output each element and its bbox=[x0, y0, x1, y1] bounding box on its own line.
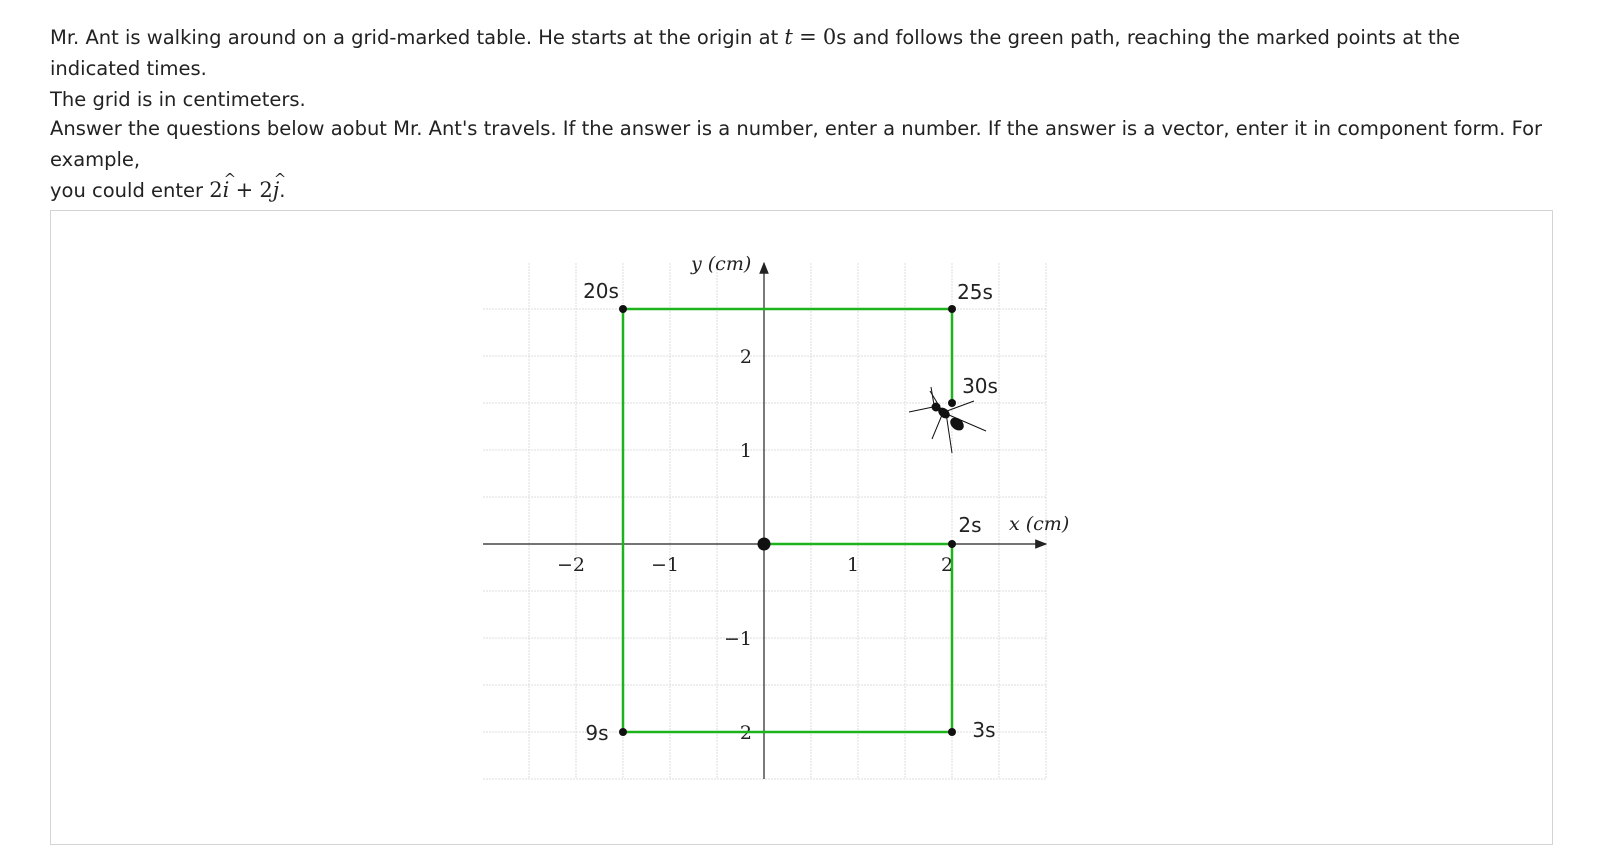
intro-line-2: The grid is in centimeters. bbox=[50, 88, 306, 111]
intro-sentence-end: s and follows the green path, reaching t… bbox=[50, 26, 1461, 80]
example-coef-2: 2 bbox=[259, 178, 273, 202]
instructions-text: Answer the questions below aobut Mr. Ant… bbox=[50, 117, 1543, 171]
example-j-hat: j bbox=[273, 164, 286, 206]
problem-instructions: Answer the questions below aobut Mr. Ant… bbox=[50, 113, 1550, 206]
point-p-2s bbox=[948, 540, 956, 548]
point-origin bbox=[757, 537, 771, 551]
instructions-line-2: you could enter bbox=[50, 179, 204, 202]
point-p-3s bbox=[948, 728, 956, 736]
time-label-p-2s: 2s bbox=[958, 513, 981, 537]
example-coef-1: 2 bbox=[209, 178, 223, 202]
y-tick-label: −1 bbox=[724, 628, 752, 650]
time-label-p-20s: 20s bbox=[583, 279, 619, 303]
intro-sentence-start: Mr. Ant is walking around on a grid-mark… bbox=[50, 26, 779, 49]
ant-icon bbox=[908, 386, 987, 454]
y-axis-label: y (cm) bbox=[690, 253, 751, 275]
equals-sign: = bbox=[799, 25, 817, 49]
point-p-20s bbox=[619, 305, 627, 313]
point-p-30s bbox=[948, 399, 956, 407]
x-tick-label: −2 bbox=[557, 554, 585, 576]
point-p-9s bbox=[619, 728, 627, 736]
time-value: 0 bbox=[822, 25, 837, 49]
example-plus: + bbox=[235, 178, 254, 202]
x-tick-label: 2 bbox=[941, 554, 953, 576]
problem-intro: Mr. Ant is walking around on a grid-mark… bbox=[50, 22, 1550, 115]
point-p-25s bbox=[948, 305, 956, 313]
time-label-p-30s: 30s bbox=[962, 374, 998, 398]
y-tick-label: 1 bbox=[740, 440, 752, 462]
time-label-p-3s: 3s bbox=[972, 718, 995, 742]
example-i-hat: i bbox=[223, 164, 236, 206]
path-points: 2s 3s 9s 20s 25s 30s bbox=[583, 279, 998, 745]
x-tick-label: −1 bbox=[651, 554, 679, 576]
y-tick-label: 2 bbox=[740, 346, 752, 368]
x-axis-label: x (cm) bbox=[1009, 513, 1069, 535]
time-label-p-25s: 25s bbox=[957, 280, 993, 304]
time-variable: t bbox=[784, 25, 793, 49]
green-path bbox=[621, 307, 954, 734]
x-tick-label: 1 bbox=[847, 554, 859, 576]
time-label-p-9s: 9s bbox=[585, 721, 608, 745]
